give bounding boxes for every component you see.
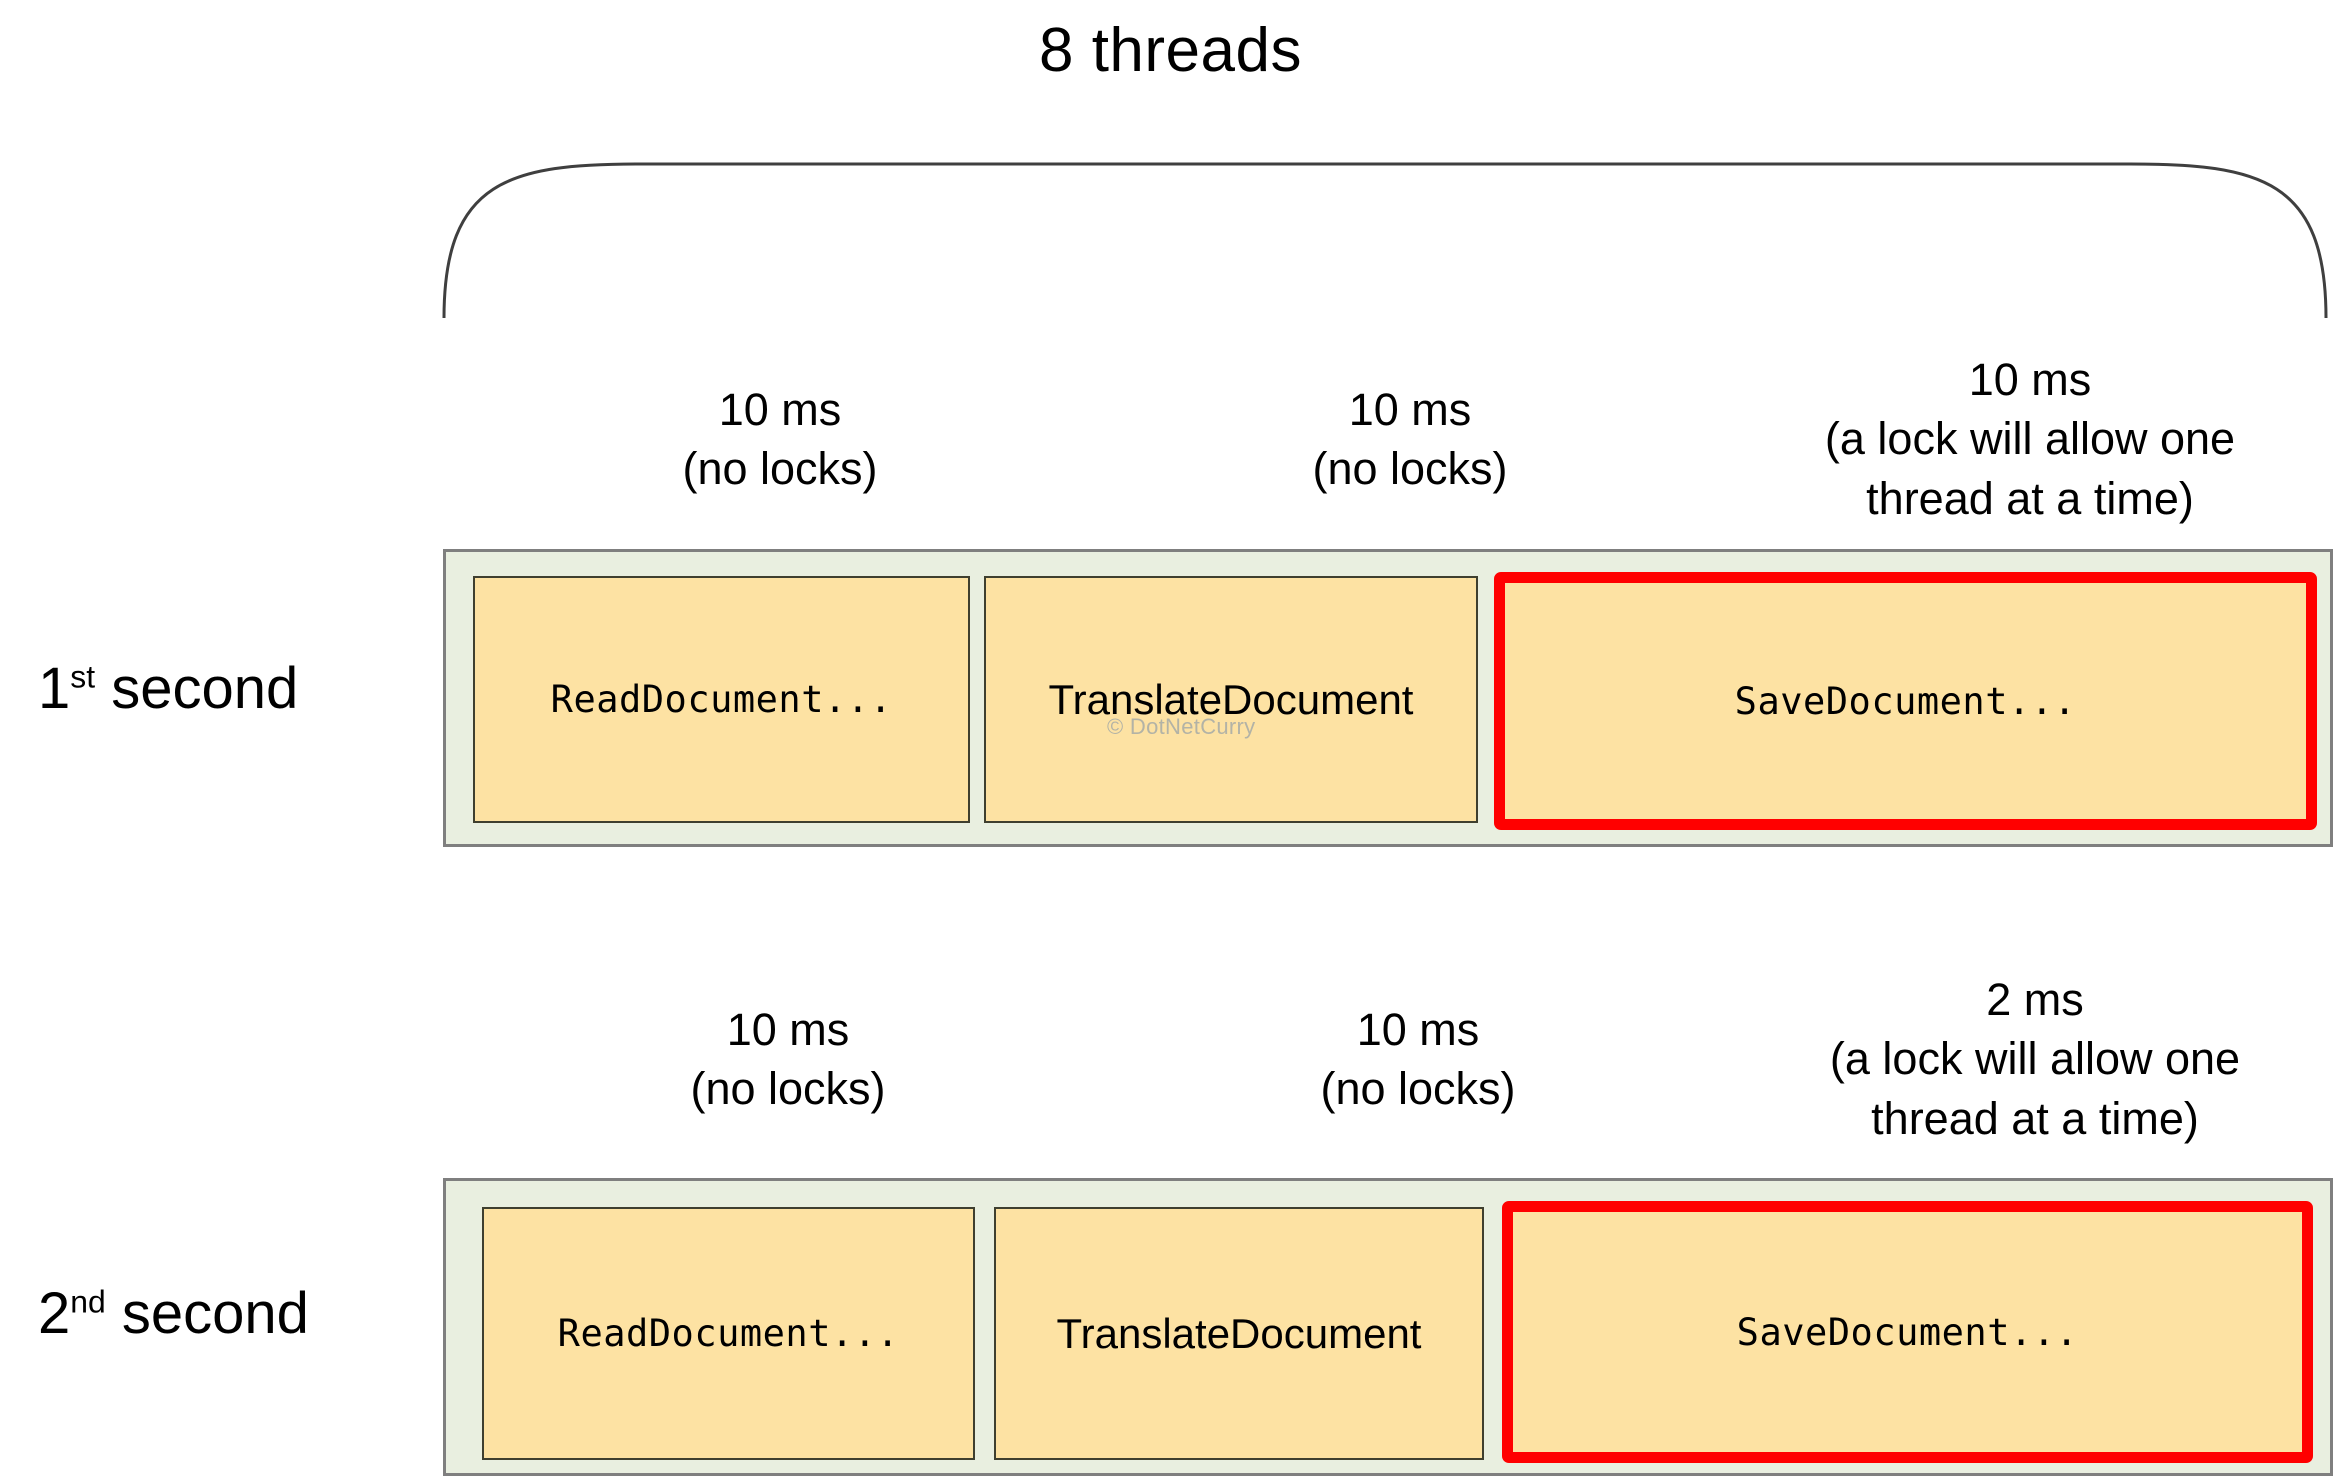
caption-duration: 2 ms — [1986, 974, 2084, 1025]
row-label-unit: second — [95, 656, 299, 721]
caption-row2-col2: 10 ms (no locks) — [1108, 1000, 1728, 1119]
row-label-number: 1 — [38, 656, 71, 721]
row-label-ordinal: nd — [70, 1283, 106, 1320]
task-label: SaveDocument... — [1736, 1310, 2079, 1354]
caption-duration: 10 ms — [1348, 384, 1472, 435]
timeline-lane-second-second: ReadDocument... TranslateDocument SaveDo… — [443, 1178, 2333, 1476]
task-block-save-document[interactable]: SaveDocument... — [1494, 572, 2317, 830]
caption-row1-col1: 10 ms (no locks) — [470, 380, 1090, 499]
row-label-unit: second — [105, 1281, 309, 1346]
caption-row1-col3: 10 ms (a lock will allow one thread at a… — [1720, 350, 2340, 528]
caption-duration: 10 ms — [1356, 1004, 1480, 1055]
row-label-ordinal: st — [70, 658, 96, 695]
task-label: TranslateDocument — [1056, 1309, 1422, 1357]
thread-span-brace — [442, 162, 2328, 319]
task-label: TranslateDocument — [1048, 675, 1414, 723]
caption-row1-col2: 10 ms (no locks) — [1100, 380, 1720, 499]
watermark: © DotNetCurry — [1107, 714, 1256, 739]
caption-row2-col3: 2 ms (a lock will allow one thread at a … — [1725, 970, 2341, 1148]
caption-note-line2: thread at a time) — [1871, 1092, 2199, 1144]
task-label: ReadDocument... — [557, 1312, 900, 1355]
caption-note-line1: (a lock will allow one — [1829, 1033, 2241, 1085]
caption-note-line1: (a lock will allow one — [1824, 413, 2236, 465]
row-label-number: 2 — [38, 1281, 71, 1346]
caption-row2-col1: 10 ms (no locks) — [478, 1000, 1098, 1119]
caption-note: (no locks) — [1312, 443, 1508, 495]
caption-duration: 10 ms — [726, 1004, 850, 1055]
caption-note: (no locks) — [690, 1063, 886, 1115]
row-label-first-second: 1st second — [38, 660, 298, 718]
task-label: SaveDocument... — [1734, 679, 2077, 723]
task-block-read-document[interactable]: ReadDocument... — [482, 1207, 975, 1460]
timeline-lane-first-second: ReadDocument... TranslateDocument SaveDo… — [443, 549, 2333, 847]
page-title: 8 threads — [1038, 16, 1302, 85]
task-block-translate-document[interactable]: TranslateDocument — [984, 576, 1478, 823]
caption-duration: 10 ms — [1968, 354, 2092, 405]
caption-duration: 10 ms — [718, 384, 842, 435]
caption-note: (no locks) — [1320, 1063, 1516, 1115]
caption-note: (no locks) — [682, 443, 878, 495]
task-block-read-document[interactable]: ReadDocument... — [473, 576, 970, 823]
task-label: ReadDocument... — [550, 678, 893, 721]
task-block-save-document[interactable]: SaveDocument... — [1502, 1201, 2313, 1463]
task-block-translate-document[interactable]: TranslateDocument — [994, 1207, 1484, 1460]
caption-note-line2: thread at a time) — [1866, 472, 2194, 524]
row-label-second-second: 2nd second — [38, 1285, 309, 1343]
